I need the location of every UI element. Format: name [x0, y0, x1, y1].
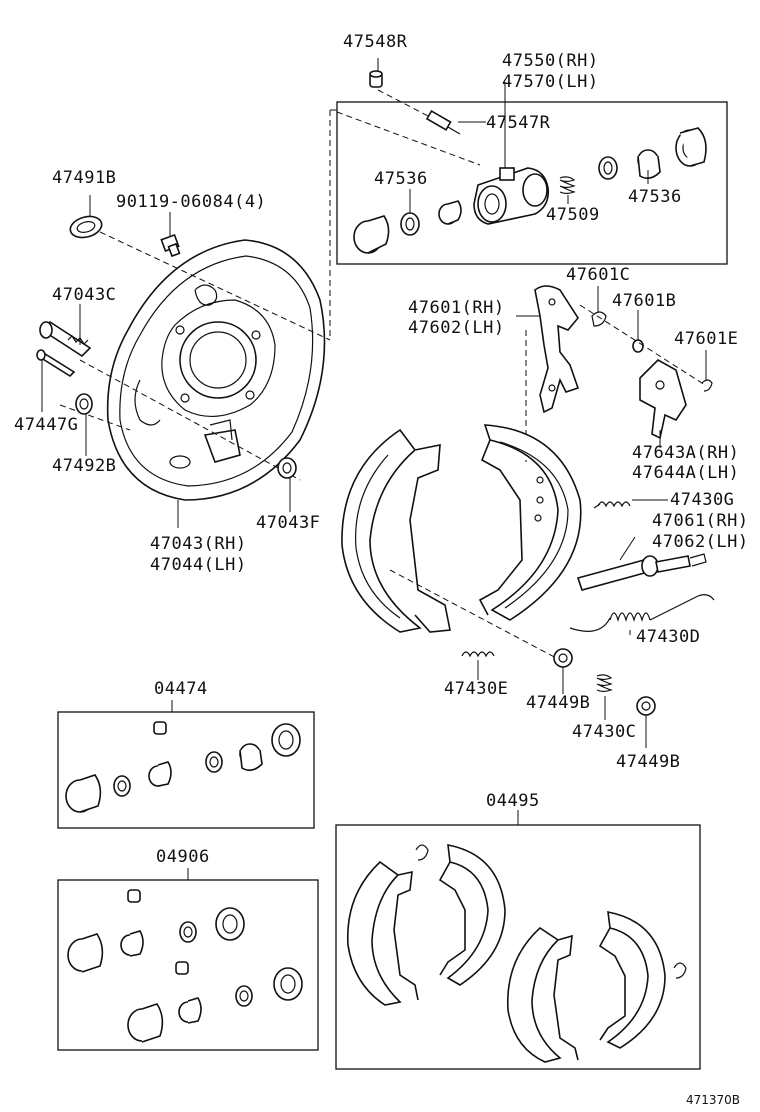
brake-shoe-left [341, 428, 451, 633]
label-47601E: 47601E [674, 329, 738, 349]
spring-47509 [559, 176, 576, 195]
label-47548R: 47548R [343, 32, 408, 52]
washer-47601B [632, 339, 644, 353]
label-47043C: 47043C [52, 285, 116, 305]
boot-left [353, 215, 390, 254]
label-47449B-lower: 47449B [616, 752, 680, 772]
label-47491B: 47491B [52, 168, 116, 188]
label-47601C: 47601C [566, 265, 630, 285]
part-labels: 47548R 47550(RH) 47570(LH) 47547R 47536 … [14, 32, 749, 867]
kit-04474 [57, 700, 315, 829]
clip-47601E [701, 379, 713, 392]
label-47570: 47570(LH) [502, 72, 599, 92]
kit-04474-parts [65, 721, 301, 813]
clip-47601C [591, 311, 607, 327]
label-47043F: 47043F [256, 513, 320, 533]
backing-plate [106, 239, 326, 501]
label-47601B: 47601B [612, 291, 676, 311]
parking-brake-lever [534, 285, 580, 414]
label-47547R: 47547R [486, 113, 551, 133]
label-47061: 47061(RH) [652, 511, 749, 531]
bleeder-screw [425, 109, 461, 135]
label-47062: 47062(LH) [652, 532, 749, 552]
wheel-cylinder-box [336, 101, 728, 265]
label-47447G: 47447G [14, 415, 78, 435]
label-47601: 47601(RH) [408, 298, 505, 318]
label-47430E: 47430E [444, 679, 508, 699]
cup-right [598, 156, 618, 180]
kit-04495-shoes-lower [506, 911, 687, 1063]
nut-47043F [277, 457, 297, 479]
label-47430C: 47430C [572, 722, 636, 742]
cup-left [400, 212, 420, 236]
piston-right [637, 149, 661, 180]
plug-47491B [69, 215, 103, 239]
nut-47492B [75, 393, 93, 415]
bleeder-cap [369, 70, 383, 88]
spring-47430C [596, 674, 613, 693]
label-04474: 04474 [154, 679, 208, 699]
label-47492B: 47492B [52, 456, 116, 476]
cup-47449B-upper [553, 648, 573, 668]
label-04495: 04495 [486, 791, 540, 811]
label-47430D: 47430D [636, 627, 700, 647]
bolt-90119 [160, 233, 181, 258]
label-47536-left: 47536 [374, 169, 428, 189]
label-47044: 47044(LH) [150, 555, 247, 575]
label-47536-right: 47536 [628, 187, 682, 207]
label-47602: 47602(LH) [408, 318, 505, 338]
boot-right [675, 127, 707, 167]
spring-47430D [569, 594, 715, 632]
label-47644A: 47644A(LH) [632, 463, 739, 483]
wheel-cylinder-body [473, 167, 550, 225]
bolt-47043C [39, 320, 92, 358]
kit-04495-shoes-upper [346, 844, 506, 1006]
wheel-cylinder-group [329, 58, 728, 340]
piston-left [438, 200, 462, 225]
label-47550: 47550(RH) [502, 51, 599, 71]
label-47643A: 47643A(RH) [632, 443, 739, 463]
brake-shoe-right [478, 424, 582, 621]
label-47449B-upper: 47449B [526, 693, 590, 713]
adjuster-47061 [576, 553, 707, 591]
label-47043: 47043(RH) [150, 534, 247, 554]
label-04906: 04906 [156, 847, 210, 867]
pin-47447G [36, 349, 76, 378]
kit-04906-parts [67, 889, 303, 1043]
label-90119: 90119-06084(4) [116, 192, 266, 212]
adjuster-plate [639, 359, 687, 440]
label-47509: 47509 [546, 205, 600, 225]
label-47430G: 47430G [670, 490, 734, 510]
kit-04495 [335, 810, 701, 1070]
cup-47449B-lower [636, 696, 656, 716]
spring-47430E [461, 651, 495, 658]
figure-code: 471370B [686, 1093, 740, 1107]
spring-47430G [593, 501, 631, 509]
kit-04906 [57, 868, 319, 1051]
